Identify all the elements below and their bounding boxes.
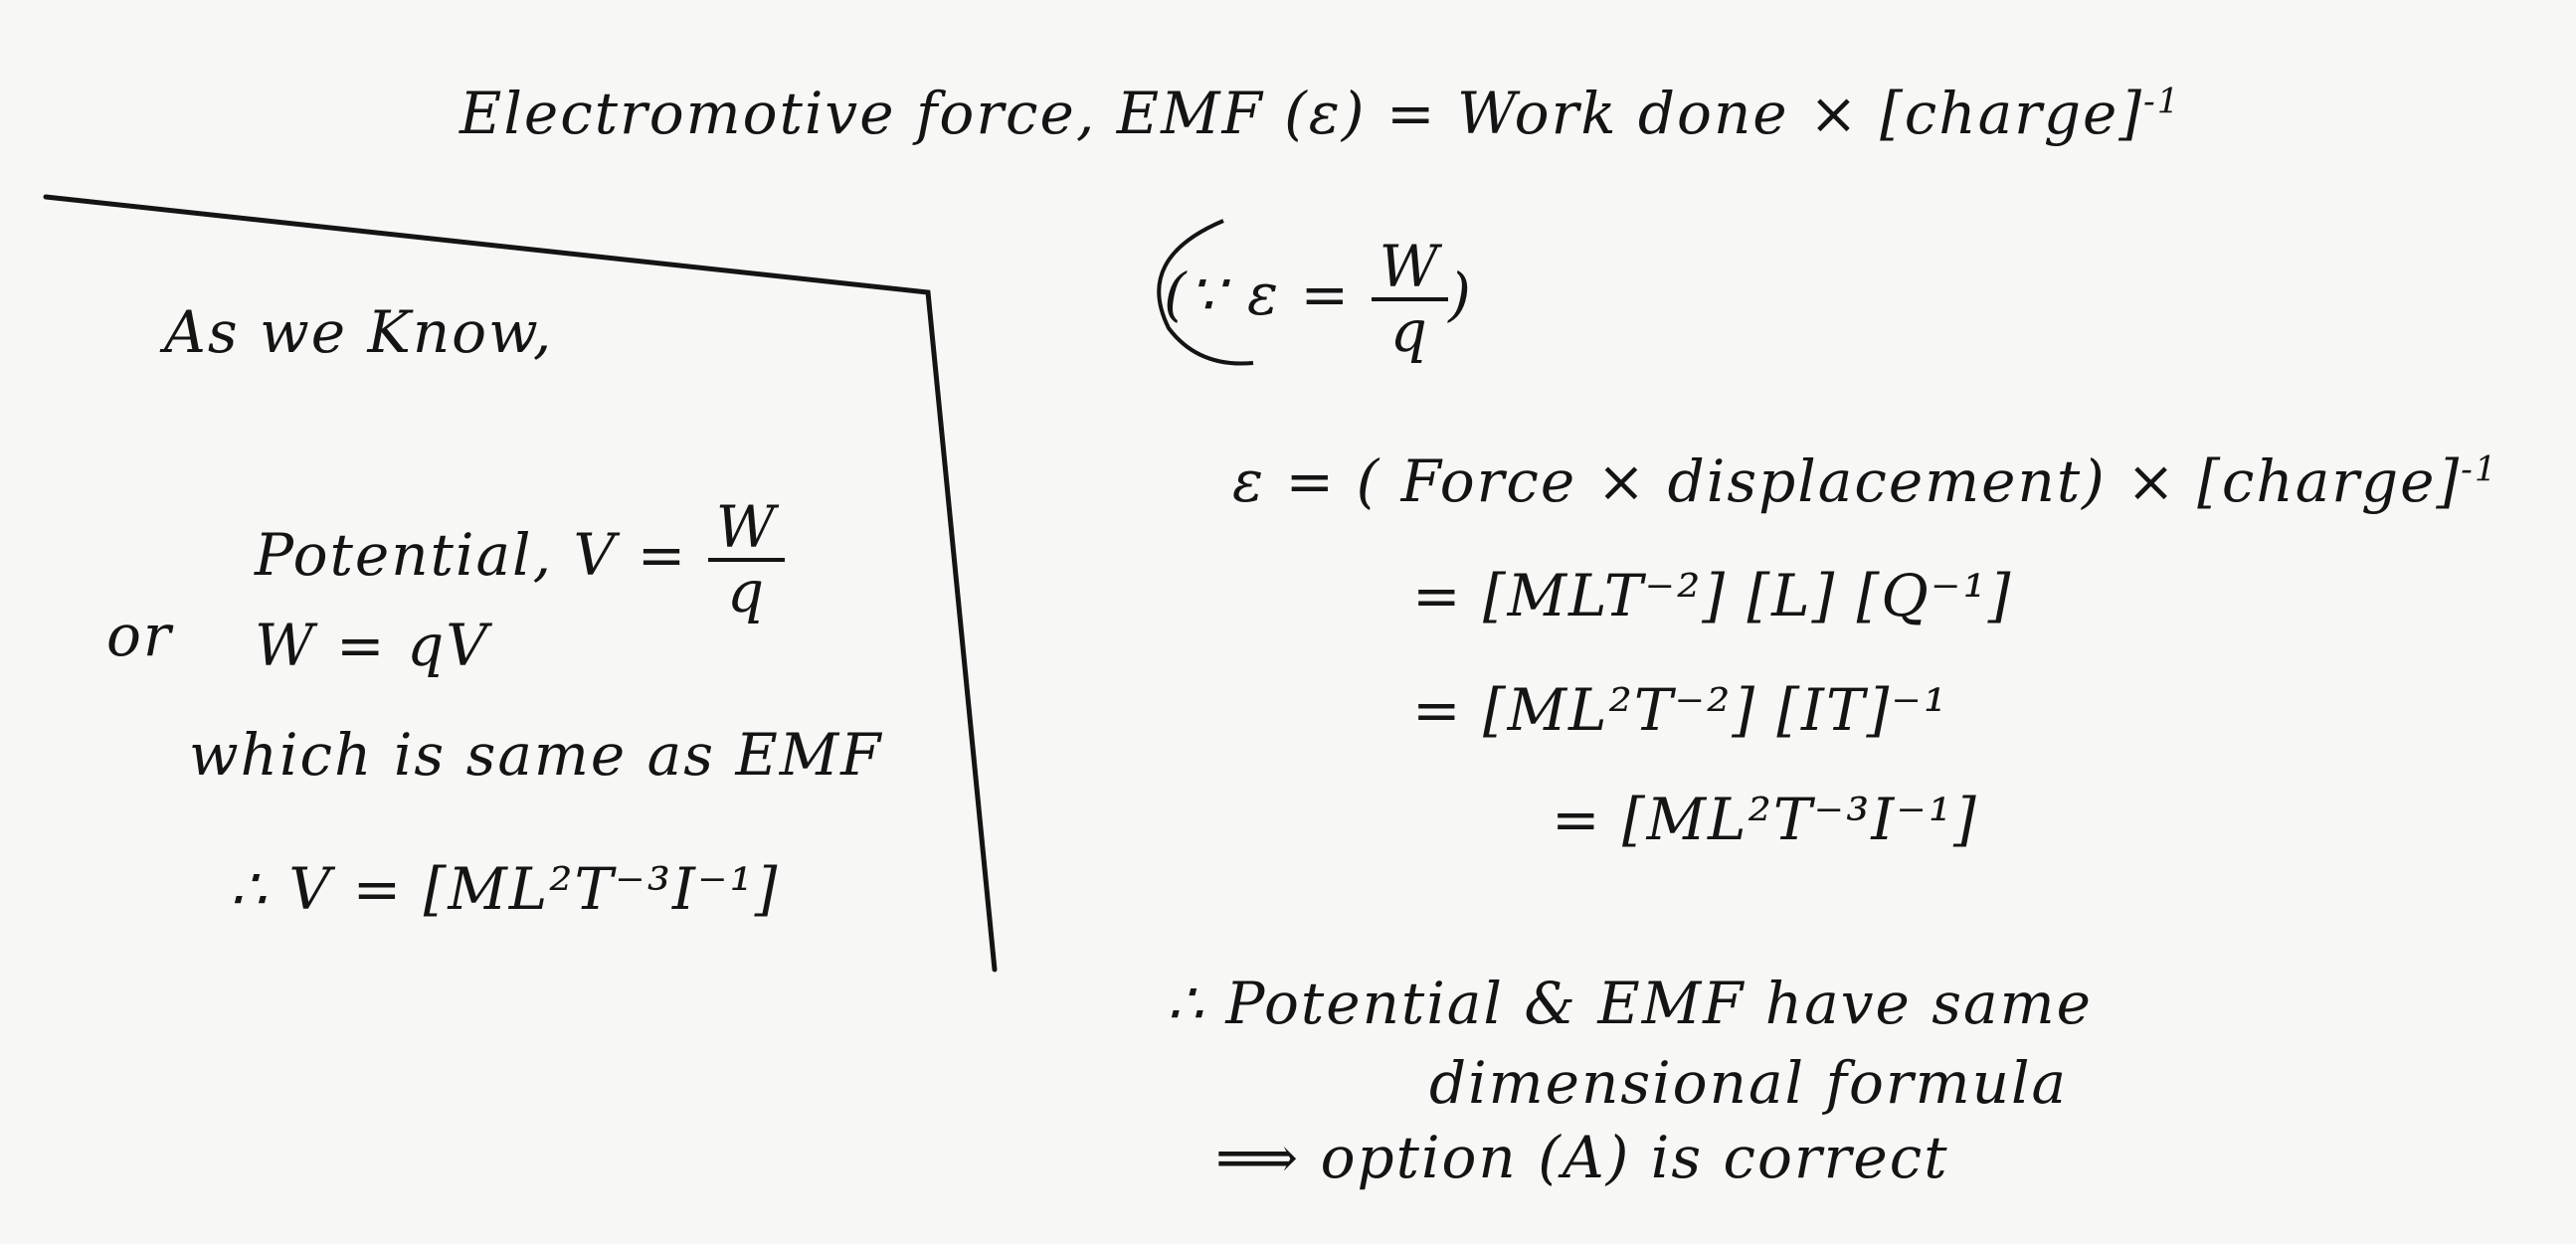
box-work-eq: W = qV [255, 612, 490, 679]
derivation-step4: = [ML²T⁻³I⁻¹] [1552, 786, 1978, 853]
since-close: ) [1448, 260, 1473, 328]
derivation-step1: ε = ( Force × displacement) × [charge]-1 [1232, 447, 2498, 515]
potential-label: Potential, V = [255, 520, 708, 589]
box-line-as-we-know: As we Know, [164, 298, 554, 366]
numerator: W [707, 497, 786, 562]
derivation-step3: = [ML²T⁻²] [IT]⁻¹ [1412, 676, 1949, 744]
since-open: (∵ ε = [1164, 260, 1372, 328]
step1-text: ε = ( Force × displacement) × [charge] [1232, 447, 2462, 515]
derivation-step2: = [MLT⁻²] [L] [Q⁻¹] [1412, 562, 2013, 629]
box-result: ∴ V = [ML²T⁻³I⁻¹] [230, 855, 780, 923]
exponent: -1 [2142, 82, 2181, 122]
emf-definition-text: Electromotive force, EMF (ε) = Work done… [460, 80, 2143, 147]
numerator: W [1371, 237, 1449, 301]
conclusion-line1: ∴ Potential & EMF have same [1167, 970, 2093, 1037]
conclusion-line2: dimensional formula [1429, 1049, 2069, 1117]
box-or: or [106, 602, 173, 669]
emf-definition: Electromotive force, EMF (ε) = Work done… [460, 80, 2181, 147]
conclusion-line3: ⟹ option (A) is correct [1215, 1124, 1949, 1191]
exponent: -1 [2461, 449, 2498, 490]
box-which: which is same as EMF [189, 721, 883, 789]
denominator: q [1389, 296, 1429, 365]
denominator: q [727, 557, 767, 625]
